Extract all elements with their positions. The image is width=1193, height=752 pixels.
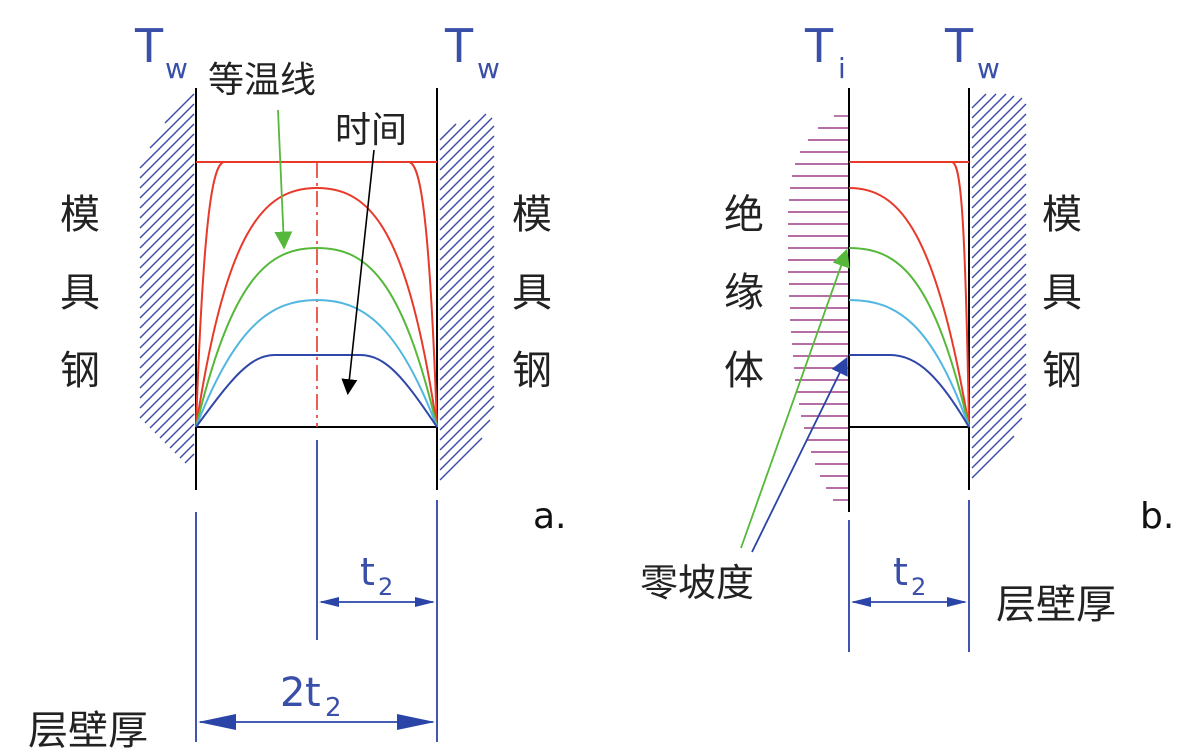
- panel-a-right-temp-sub: w: [477, 52, 500, 85]
- panel-b-isotherm-green: [848, 247, 970, 428]
- panel-a-isotherm-cyan: [195, 298, 438, 428]
- panel-a-left-wall-hatch: [139, 93, 195, 464]
- panel-a-right-material-2: 具: [512, 270, 552, 316]
- panel-b-left-temp-sub: i: [838, 52, 846, 85]
- panel-b-thickness: t: [893, 550, 908, 594]
- panel-a-isotherm-blue: [195, 354, 438, 428]
- panel-b-insulator-hatch: [788, 115, 848, 501]
- panel-b-wall-thickness-label: 层壁厚: [996, 582, 1116, 628]
- panel-a-label: a.: [533, 496, 567, 537]
- zero-slope-arrow-blue: [751, 356, 848, 553]
- panel-a-right-material-3: 钢: [512, 348, 552, 394]
- panel-b-right-wall-hatch: [971, 93, 1027, 479]
- panel-b-isotherm-blue: [849, 354, 970, 428]
- zero-slope-label: 零坡度: [640, 561, 754, 605]
- panel-a-left-temp-sub: w: [165, 52, 188, 85]
- panel-b-isotherm-red-outer: [849, 161, 970, 428]
- panel-a-half-thickness-sub: 2: [378, 573, 393, 601]
- panel-a-right-wall-hatch: [439, 113, 495, 481]
- panel-b-left-material-3: 体: [724, 348, 764, 394]
- panel-a-half-thickness: t: [360, 550, 375, 594]
- panel-a-right-temp: T: [444, 19, 474, 73]
- panel-a-left-material-1: 模: [60, 192, 100, 238]
- time-label: 时间: [335, 110, 407, 151]
- panel-b-isotherm-cyan: [848, 299, 970, 428]
- panel-a-full-thickness-sub: 2: [325, 693, 342, 723]
- panel-b-label: b.: [1140, 496, 1174, 537]
- panel-a-left-material-2: 具: [60, 270, 100, 316]
- panel-a-left-material-3: 钢: [60, 348, 100, 394]
- panel-a-half-dimension-arrow-left: [319, 597, 339, 607]
- panel-b-right-material-2: 具: [1042, 270, 1082, 316]
- panel-a-full-thickness-coef: 2: [280, 670, 305, 716]
- isotherm-arrow: [274, 109, 293, 250]
- panel-a-isotherm-red: [195, 186, 438, 428]
- panel-b: T i T w: [640, 19, 1174, 652]
- panel-b-right-temp-sub: w: [977, 52, 1000, 85]
- panel-a: T w T w 等温线 时间: [28, 19, 567, 752]
- panel-a-right-material-1: 模: [512, 192, 552, 238]
- panel-b-dimension-arrow-left: [851, 597, 871, 607]
- panel-b-right-material-3: 钢: [1042, 348, 1082, 394]
- panel-a-full-dimension-arrow-right: [397, 714, 435, 730]
- panel-b-right-material-1: 模: [1042, 192, 1082, 238]
- panel-b-left-material-2: 缘: [724, 270, 764, 316]
- panel-b-left-material-1: 绝: [724, 192, 764, 238]
- panel-b-isotherm-red: [848, 187, 970, 428]
- panel-a-isotherm-red-outer: [195, 161, 438, 428]
- panel-a-isotherm-green: [195, 246, 438, 428]
- panel-b-thickness-sub: 2: [911, 573, 926, 601]
- panel-b-dimension-arrow-right: [947, 597, 967, 607]
- zero-slope-arrow-green: [740, 248, 850, 549]
- panel-a-wall-thickness-label: 层壁厚: [28, 708, 148, 752]
- time-arrow: [341, 149, 375, 396]
- panel-b-right-temp: T: [944, 19, 974, 73]
- panel-b-left-temp: T: [804, 19, 834, 73]
- panel-a-half-dimension-arrow-right: [415, 597, 435, 607]
- panel-a-full-dimension-arrow-left: [198, 714, 236, 730]
- isotherm-label: 等温线: [208, 60, 316, 101]
- panel-a-left-temp: T: [134, 19, 164, 73]
- panel-a-full-thickness: t: [305, 670, 321, 716]
